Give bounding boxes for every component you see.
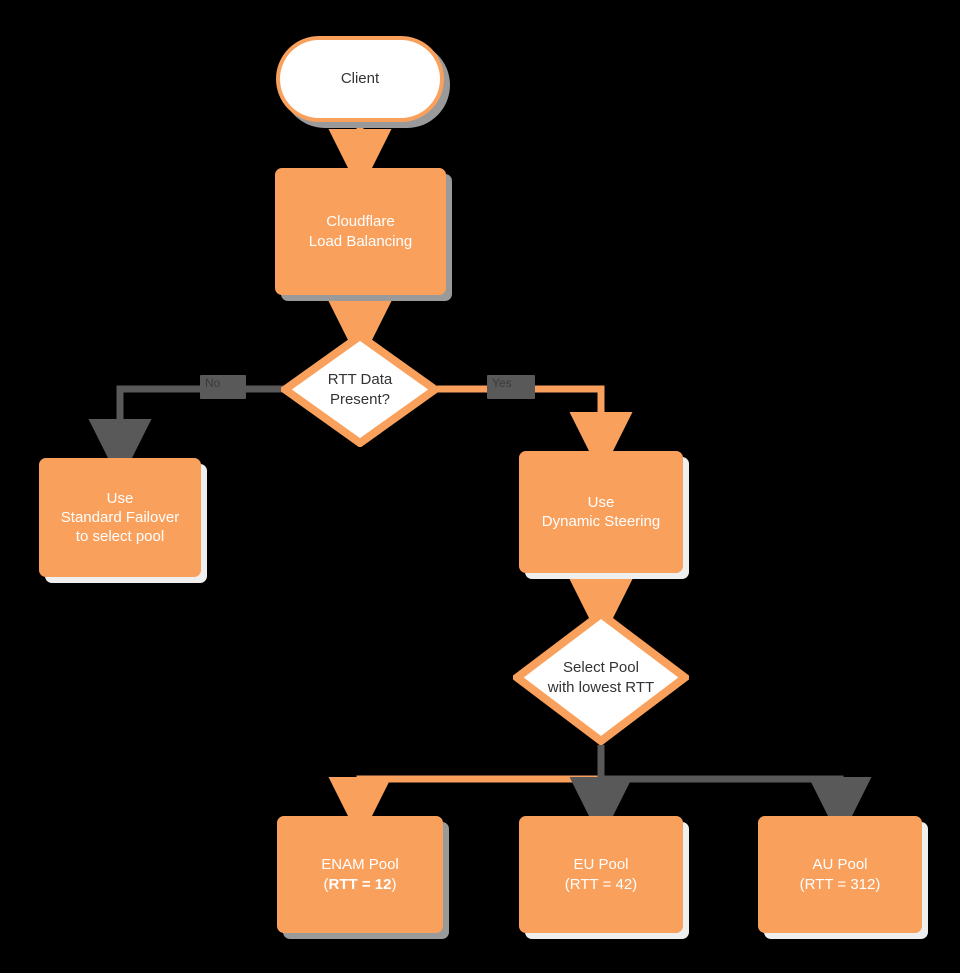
node-dynamic-steering-line2: Dynamic Steering (541, 513, 661, 530)
node-enam-pool-paren-close: ) (391, 875, 397, 893)
node-eu-pool-line1: EU Pool (573, 856, 629, 874)
node-load-balancing[interactable]: Cloudflare Load Balancing (275, 168, 446, 295)
edge-label-no: No (200, 375, 246, 399)
node-rtt-decision-line1: RTT Data (327, 371, 393, 389)
node-standard-failover-line1: Use (106, 489, 134, 507)
node-client-label: Client (340, 70, 380, 88)
edge-select-pool-to-au-pool (601, 775, 872, 840)
node-au-pool-line2: (RTT = 312) (799, 875, 881, 893)
node-rtt-decision-line2: Present? (329, 390, 391, 408)
node-eu-pool[interactable]: EU Pool (RTT = 42) (519, 816, 683, 933)
node-dynamic-steering-line1: Use (587, 493, 615, 511)
node-enam-pool-line1: ENAM Pool (321, 856, 399, 874)
node-enam-pool-label: ENAM Pool (RTT = 12) (321, 855, 399, 893)
node-au-pool-label: AU Pool (RTT = 312) (800, 855, 881, 893)
node-eu-pool-line2: (RTT = 42) (564, 875, 638, 893)
node-rtt-decision-label: RTT Data Present? (328, 370, 392, 408)
node-standard-failover[interactable]: Use Standard Failover to select pool (39, 458, 201, 577)
node-standard-failover-line2: Standard Failover (60, 508, 180, 526)
node-enam-pool-paren-open: ( (323, 875, 329, 893)
node-standard-failover-label: Use Standard Failover to select pool (61, 489, 179, 547)
node-load-balancing-line1: Cloudflare (326, 213, 395, 231)
node-enam-pool[interactable]: ENAM Pool (RTT = 12) (277, 816, 443, 933)
select-pool-diamond-shape (513, 610, 689, 745)
node-eu-pool-label: EU Pool (RTT = 42) (565, 855, 637, 893)
edge-label-yes: Yes (487, 375, 535, 399)
edge-select-pool-to-enam-pool (328, 745, 605, 840)
node-au-pool[interactable]: AU Pool (RTT = 312) (758, 816, 922, 933)
node-dynamic-steering-label: Use Dynamic Steering (542, 493, 660, 531)
node-select-pool[interactable]: Select Pool with lowest RTT (513, 610, 689, 745)
node-select-pool-line2: with lowest RTT (547, 678, 655, 696)
node-select-pool-label: Select Pool with lowest RTT (548, 658, 654, 696)
node-dynamic-steering[interactable]: Use Dynamic Steering (519, 451, 683, 573)
node-standard-failover-line3: to select pool (75, 528, 165, 546)
node-rtt-decision[interactable]: RTT Data Present? (281, 332, 439, 447)
node-enam-pool-line2: (RTT = 12) (321, 875, 399, 894)
rtt-decision-diamond-shape (281, 332, 439, 447)
node-load-balancing-label: Cloudflare Load Balancing (309, 212, 412, 250)
node-select-pool-line1: Select Pool (563, 659, 639, 677)
node-client[interactable]: Client (276, 36, 444, 122)
node-enam-pool-rtt-value: RTT = 12 (328, 875, 392, 893)
node-load-balancing-line2: Load Balancing (308, 232, 413, 250)
node-au-pool-line1: AU Pool (812, 856, 868, 874)
